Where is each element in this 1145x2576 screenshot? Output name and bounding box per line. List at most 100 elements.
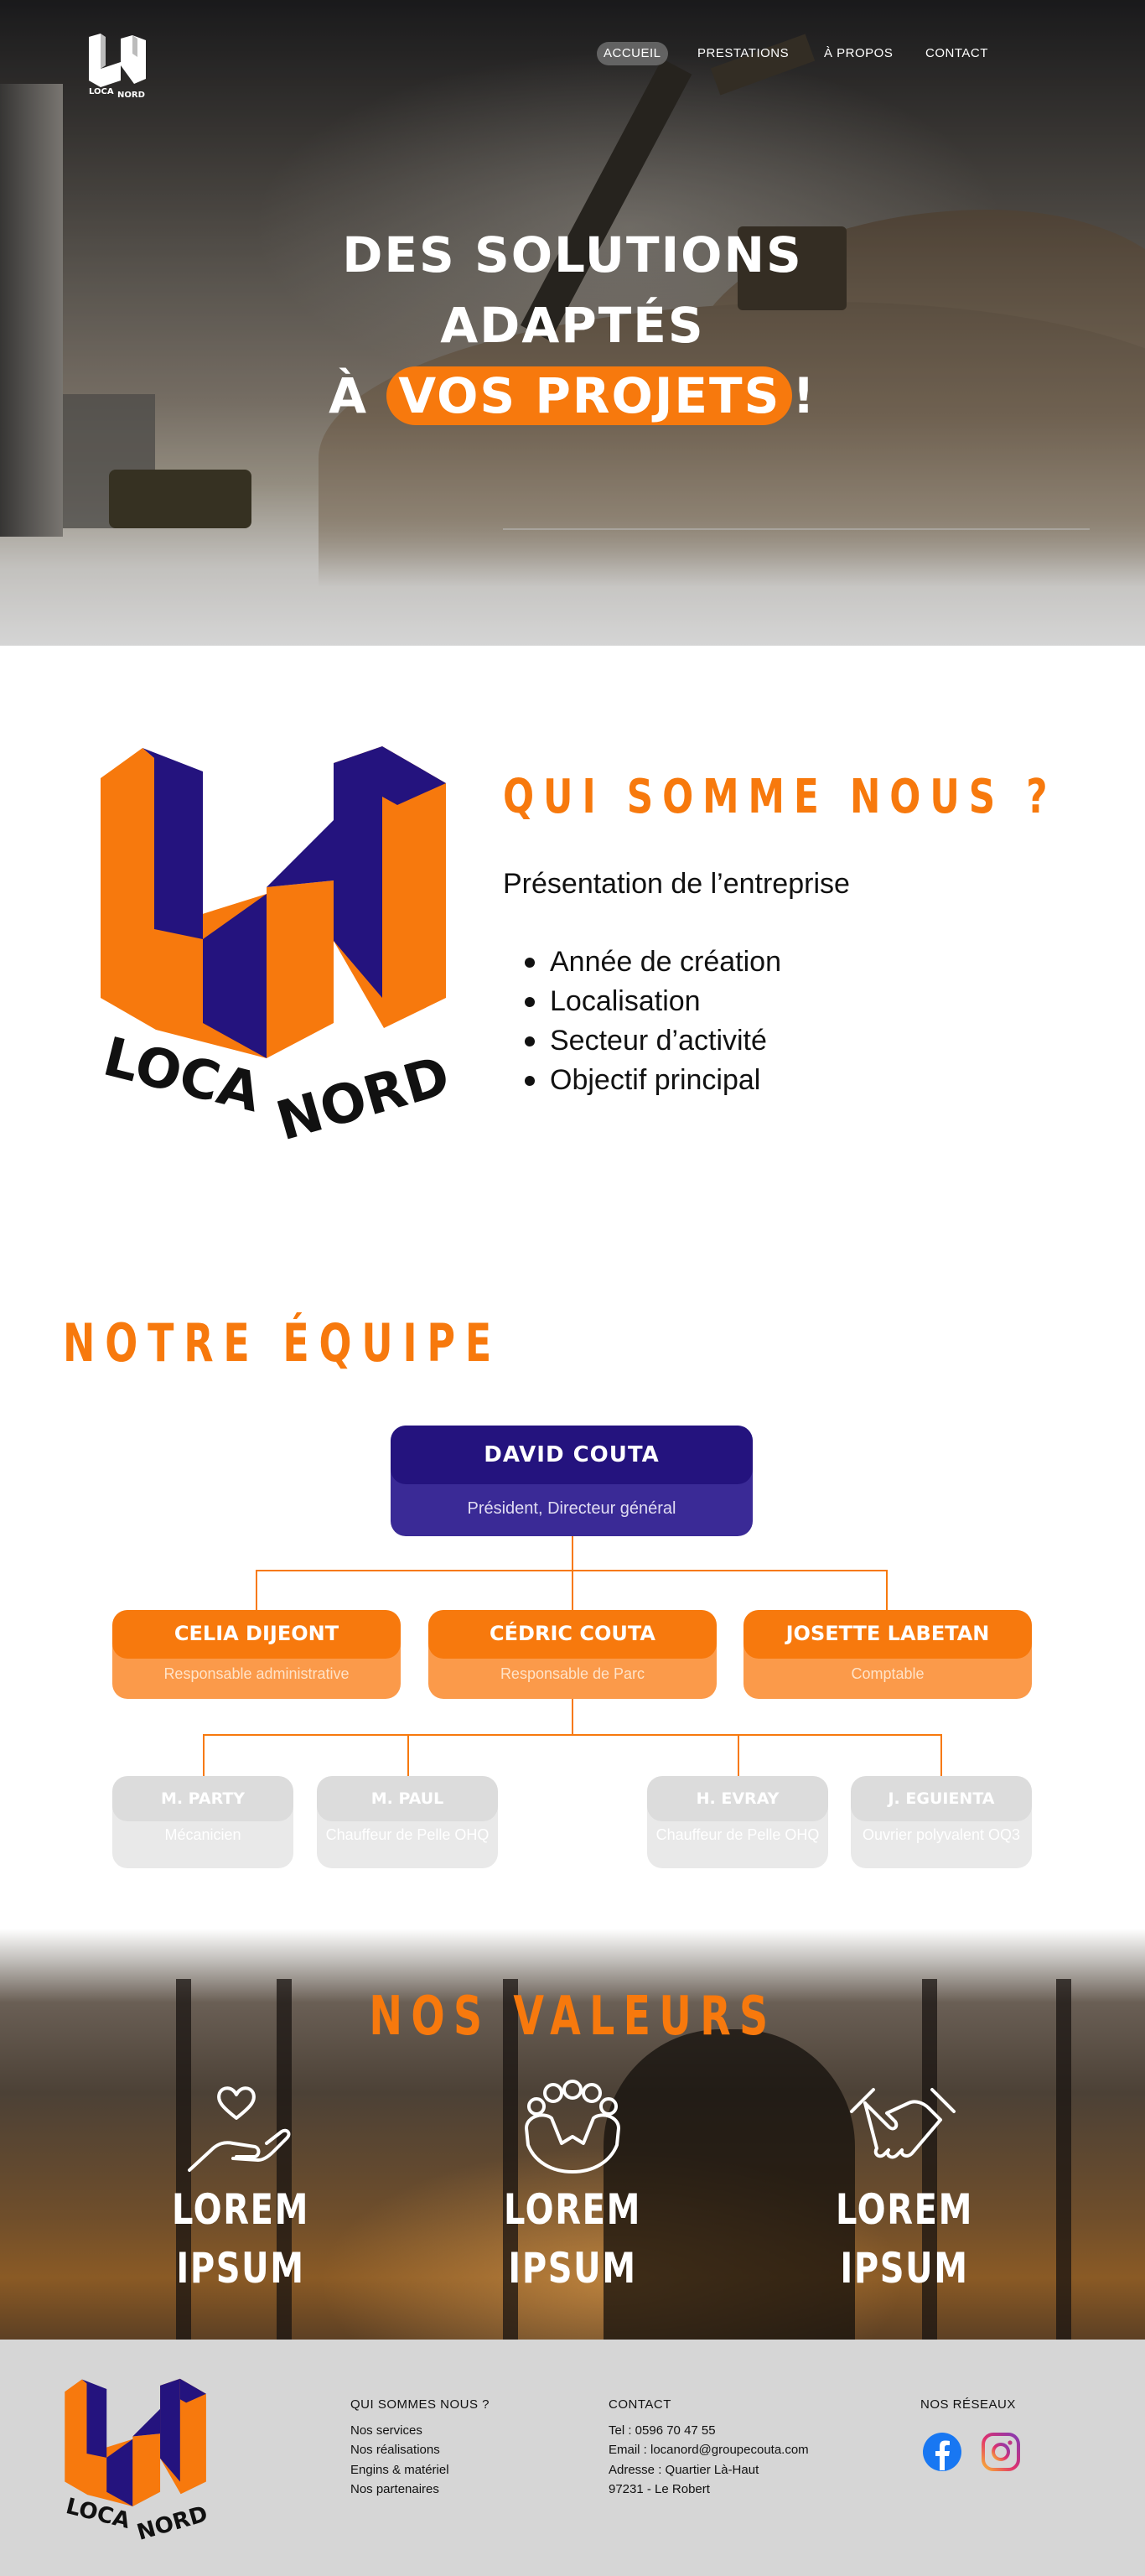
org-line — [203, 1734, 205, 1776]
nav-prestations[interactable]: PRESTATIONS — [697, 46, 790, 60]
about-list-item: Année de création — [525, 943, 781, 982]
org-card-role: Mécanicien — [164, 1826, 241, 1843]
team-heading: NOTRE ÉQUIPE — [63, 1312, 502, 1374]
value-item-line-2: IPSUM — [508, 2244, 637, 2293]
org-card-manager: JOSETTE LABETAN Comptable — [743, 1610, 1032, 1699]
about-list: Année de création Localisation Secteur d… — [525, 943, 781, 1100]
nav-a-propos[interactable]: À PROPOS — [824, 46, 894, 60]
values-scaffold-pole — [176, 1979, 191, 2340]
footer-link-partenaires[interactable]: Nos partenaires — [350, 2482, 439, 2496]
org-line — [886, 1570, 888, 1610]
footer-contact-phone[interactable]: Tel : 0596 70 47 55 — [609, 2423, 716, 2438]
org-card-staff: J. EGUIENTA Ouvrier polyvalent OQ3 — [851, 1776, 1032, 1868]
about-logo-text-2: NORD — [270, 1045, 454, 1153]
about-subtitle: Présentation de l’entreprise — [503, 868, 850, 900]
facebook-icon[interactable] — [922, 2432, 962, 2472]
value-item-line-2: IPSUM — [176, 2244, 305, 2293]
hero-section: DES SOLUTIONS ADAPTÉS À VOS PROJETS! — [0, 0, 1145, 646]
values-scaffold-pole — [1056, 1979, 1071, 2340]
org-line — [572, 1699, 573, 1734]
nav-accueil[interactable]: ACCUEIL — [597, 42, 668, 65]
footer-logo-text-2: NORD — [134, 2501, 210, 2546]
org-line — [203, 1734, 942, 1736]
footer-link-services[interactable]: Nos services — [350, 2423, 422, 2438]
value-item-line-1: LOREM — [836, 2185, 973, 2234]
org-line — [738, 1734, 739, 1776]
hero-overlay — [0, 0, 1145, 646]
values-scaffold-pole — [503, 1979, 518, 2340]
values-section — [0, 1929, 1145, 2340]
hero-title-suffix: ! — [792, 367, 816, 424]
hero-title: DES SOLUTIONS ADAPTÉS À VOS PROJETS! — [0, 220, 1145, 431]
org-card-name: M. PARTY — [112, 1776, 293, 1821]
header-logo-text-1: LOCA — [89, 87, 114, 96]
org-card-name: H. EVRAY — [647, 1776, 828, 1821]
footer-contact-heading: CONTACT — [609, 2397, 671, 2412]
org-card-role: Président, Directeur général — [467, 1499, 676, 1518]
instagram-icon[interactable] — [981, 2432, 1021, 2472]
org-line — [572, 1536, 573, 1570]
org-card-staff: H. EVRAY Chauffeur de Pelle OHQ — [647, 1776, 828, 1868]
org-card-ceo: DAVID COUTA Président, Directeur général — [391, 1426, 753, 1536]
values-scaffold-pole — [922, 1979, 937, 2340]
hero-title-line-3: À VOS PROJETS! — [0, 361, 1145, 431]
hero-loader — [109, 470, 251, 528]
about-list-item: Localisation — [525, 982, 781, 1021]
footer-link-engins[interactable]: Engins & matériel — [350, 2462, 449, 2477]
org-card-name: J. EGUIENTA — [851, 1776, 1032, 1821]
header-logo-text-2: NORD — [117, 91, 145, 99]
hero-title-prefix: À — [329, 367, 369, 424]
hero-excavator-cab — [738, 226, 847, 310]
org-card-staff: M. PAUL Chauffeur de Pelle OHQ — [317, 1776, 498, 1868]
hero-title-highlight: VOS PROJETS — [386, 366, 793, 425]
org-card-role: Comptable — [851, 1665, 925, 1682]
footer-logo[interactable]: LOCA NORD — [62, 2371, 210, 2554]
footer-about-column: QUI SOMMES NOUS ? Nos services Nos réali… — [350, 2395, 490, 2500]
footer-contact-column: CONTACT Tel : 0596 70 47 55 Email : loca… — [609, 2395, 809, 2500]
hero-title-line-2: ADAPTÉS — [440, 297, 705, 354]
org-card-role: Ouvrier polyvalent OQ3 — [862, 1826, 1021, 1843]
value-item-line-1: LOREM — [172, 2185, 309, 2234]
handshake-icon — [850, 2088, 956, 2159]
org-line — [256, 1570, 257, 1610]
heart-hand-icon — [188, 2086, 291, 2172]
footer-social-column: NOS RÉSEAUX — [920, 2395, 1016, 2421]
org-line — [407, 1734, 409, 1776]
org-card-manager: CÉDRIC COUTA Responsable de Parc — [428, 1610, 717, 1699]
hero-title-line-1: DES SOLUTIONS — [342, 226, 803, 283]
org-card-name: CELIA DIJEONT — [112, 1610, 401, 1659]
about-list-item: Secteur d’activité — [525, 1021, 781, 1061]
org-line — [572, 1570, 573, 1610]
org-card-staff: M. PARTY Mécanicien — [112, 1776, 293, 1868]
org-card-name: JOSETTE LABETAN — [743, 1610, 1032, 1659]
values-scaffold-pole — [277, 1979, 292, 2340]
value-item: LOREM IPSUM — [140, 2180, 341, 2298]
footer-social-heading: NOS RÉSEAUX — [920, 2397, 1016, 2412]
hero-silo — [0, 84, 63, 537]
value-item: LOREM IPSUM — [472, 2180, 673, 2298]
org-card-name: CÉDRIC COUTA — [428, 1610, 717, 1659]
org-card-role: Responsable de Parc — [500, 1665, 645, 1682]
values-heading-text: NOS VALEURS — [368, 1986, 777, 2048]
org-line — [940, 1734, 942, 1776]
header-logo[interactable]: LOCA NORD — [84, 32, 151, 99]
footer-contact-email[interactable]: Email : locanord@groupecouta.com — [609, 2443, 809, 2457]
value-item-line-1: LOREM — [504, 2185, 641, 2234]
footer-link-realisations[interactable]: Nos réalisations — [350, 2443, 440, 2457]
org-card-role: Chauffeur de Pelle OHQ — [325, 1826, 490, 1843]
org-card-name: DAVID COUTA — [391, 1426, 753, 1484]
values-worker-silhouette — [604, 2029, 855, 2340]
org-card-manager: CELIA DIJEONT Responsable administrative — [112, 1610, 401, 1699]
about-logo: LOCA NORD — [97, 746, 454, 1153]
org-card-role: Responsable administrative — [163, 1665, 350, 1682]
value-item: LOREM IPSUM — [804, 2180, 1005, 2298]
about-heading: QUI SOMME NOUS ? — [503, 770, 1057, 824]
hero-fence — [503, 528, 1090, 530]
footer-contact-city: 97231 - Le Robert — [609, 2482, 710, 2496]
org-card-role: Chauffeur de Pelle OHQ — [655, 1826, 820, 1843]
about-list-item: Objectif principal — [525, 1061, 781, 1100]
footer-contact-address: Adresse : Quartier Là-Haut — [609, 2462, 759, 2477]
values-heading: NOS VALEURS — [0, 1986, 1145, 2048]
nav-contact[interactable]: CONTACT — [925, 46, 988, 60]
